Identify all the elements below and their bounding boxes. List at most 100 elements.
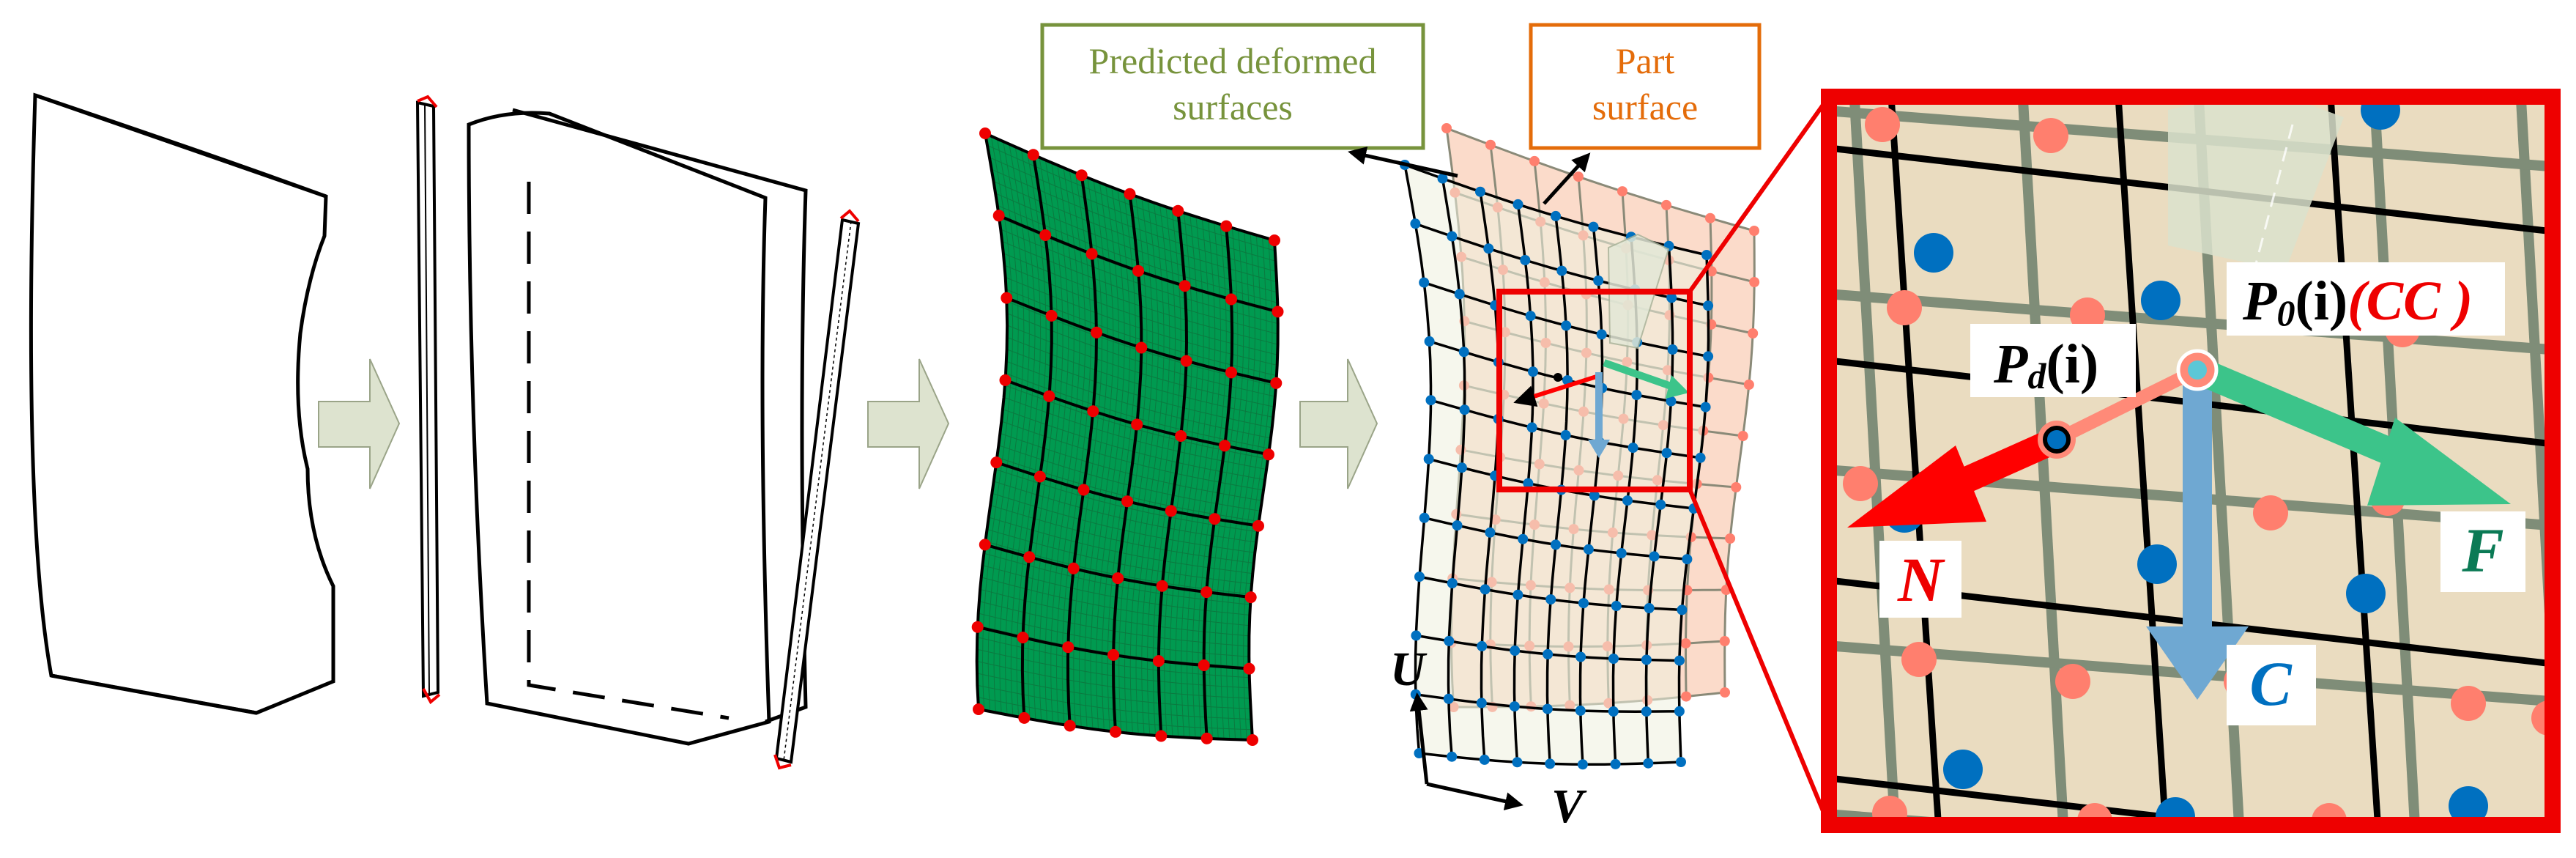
zoom-grid-line — [2017, 97, 2069, 825]
zoom-part-node — [1887, 290, 1922, 325]
predicted-label-line1: Predicted deformed — [1089, 40, 1377, 81]
zoom-predicted-node — [2361, 97, 2400, 130]
panel-original-blank — [29, 92, 335, 715]
predicted-node — [1424, 336, 1435, 347]
predicted-node — [1677, 604, 1688, 615]
predicted-node — [1551, 210, 1561, 221]
part-label-line2: surface — [1592, 86, 1698, 127]
highlight-box — [1496, 289, 1693, 492]
predicted-node — [1666, 292, 1677, 303]
part-node — [1706, 266, 1717, 277]
predicted-node — [1608, 706, 1619, 717]
mesh-node — [1085, 248, 1098, 260]
pd-label-box — [1970, 324, 2136, 397]
predicted-node — [1443, 693, 1454, 704]
predicted-node — [1480, 584, 1491, 595]
pd-label: Pd(i) — [1993, 333, 2098, 396]
predicted-node — [1526, 422, 1537, 433]
mesh-node — [1200, 586, 1213, 599]
part-node — [1573, 171, 1584, 182]
part-node — [1737, 431, 1748, 441]
mesh-node — [1033, 470, 1046, 483]
part-node — [1719, 636, 1730, 646]
part-node — [1681, 691, 1692, 702]
part-node — [1749, 226, 1759, 236]
mesh-node — [1062, 641, 1074, 654]
predicted-node — [1676, 757, 1686, 767]
mesh-node — [1087, 405, 1099, 418]
predicted-node — [1561, 320, 1572, 331]
zoom-tool-shape — [2168, 97, 2344, 271]
mesh-node — [1077, 484, 1090, 496]
part-node — [1743, 380, 1754, 390]
predicted-node — [1410, 218, 1421, 229]
mesh-node — [1039, 229, 1052, 241]
zoom-grid-line — [2115, 97, 2169, 825]
predicted-node — [1512, 589, 1523, 600]
mesh-node — [1172, 204, 1184, 217]
part-node — [1731, 482, 1742, 492]
mesh-node — [1135, 341, 1148, 354]
mesh-node — [1027, 149, 1039, 161]
predicted-node — [1475, 186, 1485, 197]
mesh-node — [1198, 659, 1210, 671]
v-axis-arrow — [1426, 782, 1523, 810]
part-node — [1749, 277, 1760, 287]
mesh-node — [971, 621, 984, 633]
mesh-node — [1272, 306, 1284, 318]
predicted-node — [1543, 648, 1554, 659]
predicted-node — [1551, 539, 1561, 550]
zoom-predicted-node — [2449, 786, 2488, 825]
zoom-grid-line — [2515, 97, 2553, 760]
predicted-node — [1458, 347, 1469, 358]
predicted-node — [1512, 757, 1523, 768]
predicted-node — [1444, 635, 1455, 646]
mesh-node — [1200, 732, 1213, 744]
mesh-node — [1023, 551, 1036, 563]
predicted-node — [1447, 231, 1458, 242]
zoom-part-node — [1865, 107, 1900, 142]
predicted-node — [1525, 311, 1536, 322]
predicted-node — [1695, 452, 1706, 463]
predicted-node — [1649, 551, 1660, 562]
predicted-node — [1583, 544, 1594, 555]
c-label: C — [2249, 648, 2293, 719]
predicted-node — [1641, 706, 1652, 717]
predicted-label-line2: surfaces — [1173, 86, 1293, 127]
mesh-node — [1244, 591, 1257, 604]
predicted-pointer-arrow — [1348, 147, 1458, 178]
predicted-node — [1509, 701, 1520, 712]
mesh-node — [1155, 730, 1168, 742]
mesh-node — [1247, 734, 1258, 746]
zoom-predicted-node — [1914, 233, 1953, 273]
predicted-node — [1447, 751, 1458, 762]
u-axis-label: U — [1390, 643, 1428, 696]
mini-arrow-f — [1603, 359, 1679, 392]
zoom-part-node — [2451, 686, 2486, 721]
process-arrow-1 — [318, 358, 401, 489]
predicted-node — [1510, 646, 1521, 656]
mesh-node — [979, 539, 991, 551]
predicted-node — [1452, 520, 1463, 531]
predicted-node — [1703, 351, 1714, 362]
mesh-node — [992, 210, 1005, 222]
mesh-node — [1178, 280, 1191, 292]
predicted-node — [1423, 454, 1434, 465]
mesh-node — [1112, 572, 1124, 585]
mesh-node — [979, 127, 991, 139]
part-pointer-arrow — [1543, 152, 1591, 205]
part-node — [1705, 212, 1715, 223]
predicted-node — [1589, 490, 1600, 501]
predicted-node — [1641, 654, 1652, 665]
mini-arrow-n — [1513, 373, 1602, 407]
mesh-node — [1180, 355, 1192, 367]
predicted-node — [1700, 402, 1711, 413]
predicted-node — [1528, 366, 1538, 377]
zoom-predicted-node — [1943, 750, 1983, 789]
mesh-node — [1152, 655, 1165, 667]
mesh-node — [1269, 234, 1280, 246]
predicted-node — [1588, 221, 1599, 232]
zoom-predicted-node — [2141, 281, 2180, 320]
mesh-node — [1043, 390, 1055, 402]
predicted-node — [1454, 289, 1465, 300]
